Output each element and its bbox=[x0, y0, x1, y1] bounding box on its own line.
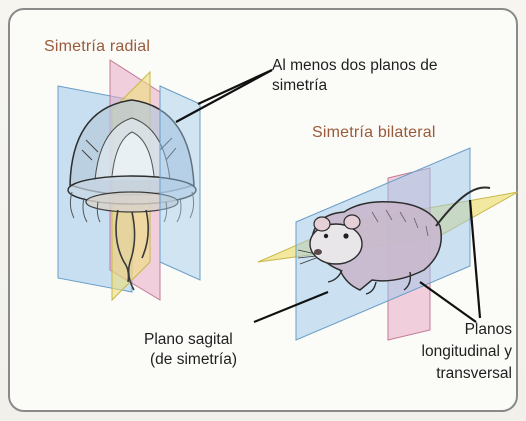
radial-symmetry-group bbox=[58, 60, 200, 300]
planes-label-line2: simetría bbox=[272, 76, 327, 95]
pointer-radial-lower bbox=[176, 70, 272, 122]
bilateral-symmetry-title: Simetría bilateral bbox=[312, 124, 436, 142]
longitudinal-transversal-label-line3: transversal bbox=[436, 364, 512, 383]
sagittal-label-line1: Plano sagital bbox=[144, 330, 233, 349]
radial-plane-blue-right bbox=[160, 86, 200, 280]
radial-symmetry-title: Simetría radial bbox=[44, 38, 150, 56]
pointer-planes-blue bbox=[470, 200, 480, 318]
sagittal-label-line2: (de simetría) bbox=[150, 350, 237, 369]
longitudinal-transversal-label-line1: Planos bbox=[465, 320, 512, 339]
longitudinal-transversal-label-line2: longitudinal y bbox=[422, 342, 512, 361]
planes-label-line1: Al menos dos planos de bbox=[272, 56, 437, 75]
